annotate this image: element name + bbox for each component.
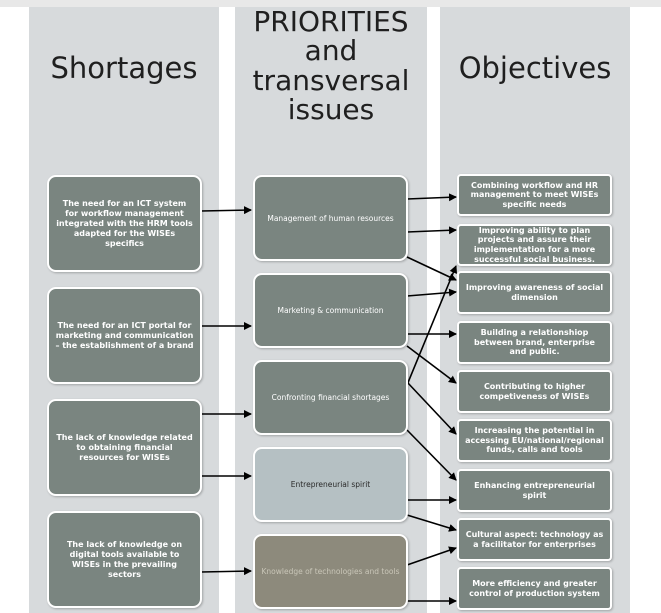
shortages-title: Shortages bbox=[50, 51, 198, 85]
priority-box-technologies: Knowledge of technologies and tools bbox=[253, 534, 408, 609]
objective-text: Increasing the potential in accessing EU… bbox=[465, 426, 604, 455]
priority-box-entrepreneurial: Entrepreneurial spirit bbox=[253, 447, 408, 522]
priority-text: Knowledge of technologies and tools bbox=[261, 567, 400, 576]
objective-box-awareness: Improving awareness of social dimension bbox=[457, 271, 612, 314]
shortage-box-digital-tools: The lack of knowledge on digital tools a… bbox=[47, 511, 202, 608]
shortage-text: The need for an ICT portal for marketing… bbox=[55, 320, 194, 350]
arrow-financial-funds bbox=[406, 381, 457, 435]
priority-text: Management of human resources bbox=[267, 213, 394, 223]
objective-box-efficiency: More efficiency and greater control of p… bbox=[457, 567, 612, 610]
objective-text: Improving ability to plan projects and a… bbox=[473, 225, 596, 264]
objective-box-competitiveness: Contributing to higher competiveness of … bbox=[457, 370, 612, 413]
objective-text: Combining workflow and HR management to … bbox=[470, 180, 599, 209]
objective-text: Building a relationshiop between brand, … bbox=[474, 328, 595, 357]
objective-text: Enhancing entrepreneurial spirit bbox=[474, 480, 595, 500]
arrow-financial-planning bbox=[406, 265, 458, 386]
objective-text: Improving awareness of social dimension bbox=[465, 282, 604, 302]
priority-text: Confronting financial shortages bbox=[271, 393, 390, 402]
arrow-hr-planning bbox=[406, 226, 457, 235]
shortage-box-ict-marketing: The need for an ICT portal for marketing… bbox=[47, 287, 202, 384]
priority-box-marketing: Marketing & communication bbox=[253, 273, 408, 348]
shortage-text: The lack of knowledge on digital tools a… bbox=[66, 539, 183, 579]
arrow-shortage4-technologies bbox=[200, 567, 252, 576]
arrow-hr-combining bbox=[406, 193, 457, 202]
shortage-box-ict-workflow: The need for an ICT system for workflow … bbox=[47, 175, 202, 272]
arrow-hr-awareness bbox=[406, 256, 457, 281]
objective-box-enhancing: Enhancing entrepreneurial spirit bbox=[457, 469, 612, 512]
arrow-financial-entrepreneurial bbox=[406, 429, 457, 481]
objective-box-combining: Combining workflow and HR management to … bbox=[457, 174, 612, 216]
arrow-technologies-efficiency bbox=[406, 546, 457, 566]
priorities-title: PRIORITIES and transversal issues bbox=[252, 5, 410, 127]
objective-box-planning: Improving ability to plan projects and a… bbox=[457, 224, 612, 266]
objective-box-relationship: Building a relationshiop between brand, … bbox=[457, 321, 612, 364]
shortage-text: The lack of knowledge related to obtaini… bbox=[56, 432, 193, 462]
priority-text: Marketing & communication bbox=[277, 306, 384, 315]
shortage-box-financial-knowledge: The lack of knowledge related to obtaini… bbox=[47, 399, 202, 496]
objective-text: More efficiency and greater control of p… bbox=[469, 578, 600, 598]
shortage-text: The need for an ICT system for workflow … bbox=[56, 198, 193, 248]
priority-text: Entrepreneurial spirit bbox=[290, 480, 371, 489]
objective-text: Contributing to higher competiveness of … bbox=[479, 381, 590, 401]
arrow-entrepreneurial-cultural bbox=[406, 514, 457, 532]
arrow-marketing-competitiveness bbox=[406, 345, 457, 384]
priority-box-financial: Confronting financial shortages bbox=[253, 360, 408, 435]
objective-text: Cultural aspect: technology as a facilit… bbox=[465, 529, 604, 549]
arrow-shortage1-hr bbox=[200, 206, 252, 215]
arrow-marketing-awareness bbox=[406, 288, 457, 297]
priority-box-hr: Management of human resources bbox=[253, 175, 408, 261]
objective-box-funds: Increasing the potential in accessing EU… bbox=[457, 419, 612, 462]
objectives-title: Objectives bbox=[458, 51, 612, 85]
objective-box-cultural: Cultural aspect: technology as a facilit… bbox=[457, 518, 612, 561]
top-bar bbox=[0, 0, 661, 7]
